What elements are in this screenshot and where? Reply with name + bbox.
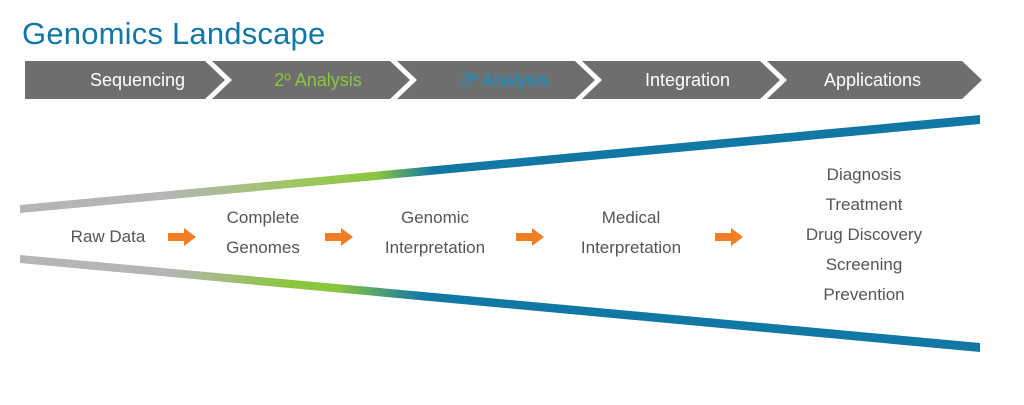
stage-genomic-line2: Interpretation: [384, 238, 486, 257]
applications-list: Diagnosis Treatment Drug Discovery Scree…: [774, 160, 954, 310]
chevron-sequencing: [25, 61, 225, 99]
page-title: Genomics Landscape: [22, 16, 326, 51]
stage-complete-line2: Genomes: [226, 238, 300, 257]
chevron-label-applications: Applications: [823, 70, 922, 90]
stage-genomic-line1: Genomic: [400, 208, 470, 227]
funnel-bottom-line: [20, 255, 980, 352]
chevron-label-tertiary-analysis: 3º Analysis: [461, 70, 549, 90]
chevron-secondary-analysis: [212, 61, 410, 99]
application-drug-discovery: Drug Discovery: [805, 225, 923, 244]
stage-complete-genomes: Complete Genomes: [198, 203, 328, 263]
application-screening: Screening: [825, 255, 903, 274]
chevron-label-integration: Integration: [644, 70, 731, 90]
stage-medical-line2: Interpretation: [580, 238, 682, 257]
chevron-label-sequencing: Sequencing: [89, 70, 186, 90]
stage-genomic-interpretation: Genomic Interpretation: [365, 203, 505, 263]
application-treatment: Treatment: [825, 195, 903, 214]
stage-raw-data: Raw Data: [70, 227, 146, 246]
chevron-applications: [767, 61, 982, 99]
stage-medical-interpretation: Medical Interpretation: [561, 203, 701, 263]
chevron-integration: [582, 61, 780, 99]
chevron-tertiary-analysis: [397, 61, 595, 99]
application-diagnosis: Diagnosis: [826, 165, 902, 184]
stage-complete-line1: Complete: [226, 208, 300, 227]
stage-medical-line1: Medical: [601, 208, 661, 227]
chevron-label-secondary-analysis: 2º Analysis: [274, 70, 362, 90]
funnel-top-line: [20, 115, 980, 213]
application-prevention: Prevention: [823, 285, 905, 304]
